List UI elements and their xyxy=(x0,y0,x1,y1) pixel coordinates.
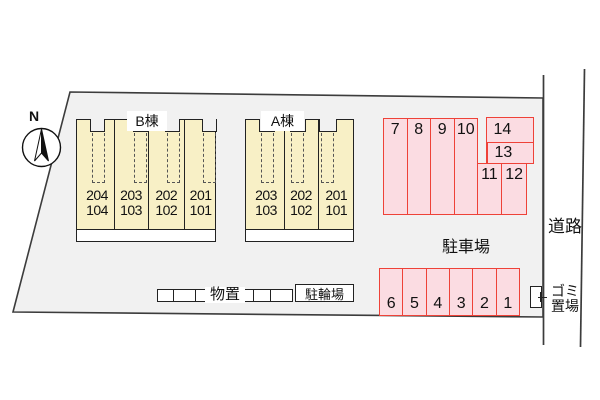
parking-stall: 2 xyxy=(472,269,495,315)
stall-number: 2 xyxy=(480,294,489,312)
road-edge-outer xyxy=(579,68,586,348)
compass-icon xyxy=(21,127,62,168)
unit-number-lower: 102 xyxy=(290,202,312,218)
unit-number-upper: 202 xyxy=(155,187,178,203)
unit-label: 201 101 xyxy=(316,188,356,218)
stall-number: 10 xyxy=(456,121,475,138)
balcony-strip xyxy=(77,229,215,241)
parking-stall: 3 xyxy=(448,269,472,315)
unit-divider xyxy=(148,120,150,241)
unit-number-lower: 103 xyxy=(120,202,142,218)
stair-dashed-outline xyxy=(261,133,274,183)
stall-number: 11 xyxy=(481,165,498,183)
parking-stall: 9 xyxy=(430,119,454,214)
unit-number-upper: 201 xyxy=(189,187,212,203)
unit-label: 201 101 xyxy=(181,188,221,218)
entrance-notch xyxy=(165,118,180,132)
parking-group-11-12: 11 12 xyxy=(476,162,527,215)
entrance-notch xyxy=(202,118,217,132)
parking-stall: 13 xyxy=(486,142,533,163)
bicycle-parking-box: 駐輪場 xyxy=(295,284,354,302)
parking-group-7-10: 7 8 9 10 xyxy=(383,118,478,215)
garbage-label-line2: 置場 xyxy=(551,298,579,314)
stall-number: 6 xyxy=(386,294,396,312)
unit-number-upper: 203 xyxy=(120,187,142,203)
unit-number-lower: 101 xyxy=(325,202,348,218)
road-label: 道路 xyxy=(548,217,582,236)
unit-divider xyxy=(113,120,115,241)
garbage-station-label: ゴミ 置場 xyxy=(548,284,582,314)
stair-dashed-outline xyxy=(321,133,334,183)
parking-group-6-1: 6 5 4 3 2 1 xyxy=(379,268,520,316)
building-a: 203 103 202 102 201 101 xyxy=(245,118,356,242)
stair-dashed-outline xyxy=(166,133,180,183)
stall-number: 4 xyxy=(433,294,443,312)
parking-stall: 11 xyxy=(478,164,502,215)
unit-number-lower: 104 xyxy=(86,202,108,218)
stall-number: 8 xyxy=(414,121,424,138)
garbage-gate-mark xyxy=(539,292,541,302)
garbage-gate-mark xyxy=(538,296,547,298)
garbage-label-line1: ゴミ xyxy=(551,283,579,299)
parking-group-14-13: 14 13 xyxy=(485,117,534,164)
storage-label: 物置 xyxy=(205,287,245,303)
parking-stall: 6 xyxy=(380,269,402,315)
unit-label: 204 104 xyxy=(77,188,117,218)
unit-number-upper: 203 xyxy=(255,187,277,203)
unit-number-lower: 102 xyxy=(155,202,178,218)
storage-divider xyxy=(270,290,271,301)
parking-stall: 14 xyxy=(487,118,534,142)
parking-stall: 4 xyxy=(425,269,449,315)
stall-number: 5 xyxy=(410,294,419,312)
parking-stall: 1 xyxy=(495,269,519,315)
entrance-notch xyxy=(319,118,337,132)
unit-label: 203 103 xyxy=(246,188,286,218)
building-a-label: A棟 xyxy=(261,111,304,131)
building-b-label: B棟 xyxy=(127,111,167,131)
north-label: N xyxy=(28,108,40,124)
unit-number-lower: 101 xyxy=(189,202,212,218)
unit-number-lower: 103 xyxy=(255,202,277,218)
balcony-strip xyxy=(246,229,353,241)
entrance-notch xyxy=(90,118,105,132)
parking-stall: 12 xyxy=(501,163,526,214)
stall-number: 3 xyxy=(456,294,466,312)
parking-area-label: 駐車場 xyxy=(441,239,490,256)
unit-divider xyxy=(184,120,186,241)
bicycle-parking-label: 駐輪場 xyxy=(304,286,344,302)
stall-number: 14 xyxy=(493,121,512,138)
unit-number-upper: 202 xyxy=(290,187,312,203)
unit-divider xyxy=(283,120,285,241)
parking-stall: 8 xyxy=(406,119,431,214)
stair-dashed-outline xyxy=(202,133,216,183)
stall-number: 9 xyxy=(437,121,447,138)
stall-number: 13 xyxy=(494,144,513,161)
stall-number: 7 xyxy=(390,121,400,138)
unit-number-upper: 201 xyxy=(325,187,348,203)
unit-label: 202 102 xyxy=(281,188,321,218)
unit-label: 203 103 xyxy=(111,188,151,218)
storage-divider xyxy=(173,290,174,301)
garbage-station-box xyxy=(530,286,547,308)
unit-number-upper: 204 xyxy=(86,187,108,203)
stall-number: 1 xyxy=(503,294,513,312)
storage-divider xyxy=(253,290,254,301)
stall-number: 12 xyxy=(505,165,524,183)
parking-stall: 7 xyxy=(384,119,407,214)
stair-dashed-outline xyxy=(91,133,105,183)
parking-stall: 10 xyxy=(453,119,478,214)
stair-dashed-outline xyxy=(134,133,147,183)
unit-divider xyxy=(318,120,320,241)
parking-stall: 5 xyxy=(402,269,425,315)
unit-label: 202 102 xyxy=(146,188,186,218)
building-b: 204 104 203 103 202 102 201 101 xyxy=(76,118,217,242)
stair-dashed-outline xyxy=(291,133,304,183)
storage-divider xyxy=(195,290,196,301)
